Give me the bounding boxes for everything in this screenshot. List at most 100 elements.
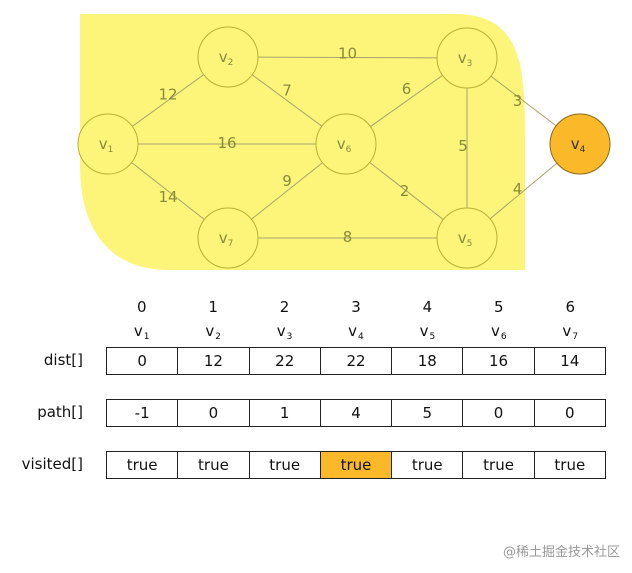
edge-weight-v6-v3: 6 [402, 80, 412, 98]
array-cell-dist-2: 22 [248, 348, 320, 374]
node-circle-v5 [436, 207, 498, 269]
vertex-name-base: v [562, 322, 572, 340]
node-label-sub: 3 [467, 59, 473, 69]
array-cell-visited-3: true [319, 452, 392, 478]
node-label-base: v [219, 48, 228, 66]
row-label-visited: visited[] [21, 455, 83, 473]
node-label-v1: v1 [99, 135, 114, 155]
array-cell-path-3: 4 [319, 400, 391, 426]
node-label-v5: v5 [458, 229, 473, 249]
node-label-sub: 5 [467, 239, 473, 249]
vertex-name-base: v [348, 322, 358, 340]
edge-v2-v3 [227, 56, 468, 59]
edge-weight-v3-v4: 3 [513, 92, 523, 110]
array-cell-visited-0: true [126, 456, 158, 474]
index-cell: 0 [136, 298, 147, 316]
edge-weight-v5-v4: 4 [513, 180, 523, 198]
index-cell: 6 [565, 298, 576, 316]
node-label-base: v [99, 135, 108, 153]
vertex-name-cell: v2 [177, 320, 248, 342]
edge-weight-v6-v5: 2 [400, 182, 410, 200]
vertex-name-cell: v4 [320, 320, 391, 342]
edge-weight-v1-v2: 12 [158, 86, 177, 104]
vertex-name-base: v [133, 322, 143, 340]
vertex-name-base: v [419, 322, 429, 340]
node-label-base: v [458, 49, 467, 67]
vertex-name-cell: v6 [463, 320, 534, 342]
node-circle-v3 [436, 27, 498, 89]
array-cell-path-0: -1 [134, 404, 150, 422]
edge-weight-v1-v7: 14 [158, 188, 177, 206]
node-label-v4: v4 [571, 135, 586, 155]
node-label-v6: v6 [337, 135, 352, 155]
watermark: @稀土掘金技术社区 [502, 545, 620, 560]
array-cell-visited-1: true [177, 452, 248, 478]
array-cell-path-4: 5 [391, 400, 462, 426]
node-label-v7: v7 [219, 229, 234, 249]
node-label-sub: 6 [346, 145, 352, 155]
node-label-sub: 1 [108, 145, 114, 155]
array-cell-visited-2: true [248, 452, 320, 478]
vertex-name-cell: v1 [106, 320, 177, 342]
index-cell: 3 [351, 298, 361, 316]
edge-weight-v7-v6: 9 [282, 172, 292, 190]
node-label-sub: 7 [228, 239, 234, 249]
array-cell-dist-3: 22 [319, 348, 391, 374]
edge-weight-v3-v5: 5 [458, 137, 468, 155]
node-label-base: v [219, 229, 228, 247]
vertex-name-sub: 4 [358, 332, 364, 342]
vertex-name-sub: 1 [143, 332, 150, 342]
vertex-name-cell: v5 [392, 320, 463, 342]
array-cell-dist-1: 12 [177, 348, 248, 374]
node-v6: v6 [315, 113, 377, 175]
node-circle-v4 [549, 113, 611, 175]
array-cell-path-5: 0 [462, 400, 533, 426]
node-v4: v4 [549, 113, 611, 175]
edge-weight-v2-v6: 7 [282, 82, 292, 100]
array-cell-dist-5: 16 [462, 348, 533, 374]
node-circle-v2 [197, 26, 259, 88]
node-label-base: v [337, 135, 346, 153]
visited-region [80, 14, 525, 270]
node-circle-v6 [315, 113, 377, 175]
node-label-sub: 4 [580, 145, 586, 155]
node-v3: v3 [436, 27, 498, 89]
array-cell-dist-6: 14 [533, 348, 605, 374]
vertex-name-sub: 3 [286, 332, 293, 342]
vertex-name-sub: 6 [500, 332, 507, 342]
node-v1: v1 [77, 113, 139, 175]
node-v7: v7 [197, 207, 259, 269]
array-cell-visited-4: true [391, 452, 462, 478]
edge-weight-v7-v5: 8 [343, 228, 353, 246]
vertex-name-cell: v7 [535, 320, 606, 342]
vertex-name-cell: v3 [249, 320, 320, 342]
array-cell-dist-0: 0 [137, 352, 147, 370]
index-cell: 5 [494, 298, 504, 316]
vertex-name-base: v [491, 322, 500, 340]
array-cell-path-2: 1 [248, 400, 320, 426]
vertex-name-sub: 7 [572, 332, 579, 342]
node-circle-v1 [77, 113, 139, 175]
array-cell-path-6: 0 [533, 400, 605, 426]
vertex-name-base: v [205, 322, 215, 340]
node-label-base: v [571, 135, 580, 153]
array-cell-path-1: 0 [177, 400, 248, 426]
row-label-dist: dist[] [43, 351, 83, 369]
vertex-name-base: v [276, 322, 286, 340]
node-circle-v7 [197, 207, 259, 269]
node-label-v3: v3 [458, 49, 473, 69]
row-label-path: path[] [37, 403, 83, 421]
node-v2: v2 [197, 26, 259, 88]
vertex-name-sub: 2 [215, 332, 221, 342]
index-cell: 4 [422, 298, 433, 316]
node-label-base: v [458, 229, 467, 247]
node-label-v2: v2 [219, 48, 234, 68]
index-cell: 1 [208, 298, 218, 316]
edge-weight-v2-v3: 10 [338, 45, 357, 63]
